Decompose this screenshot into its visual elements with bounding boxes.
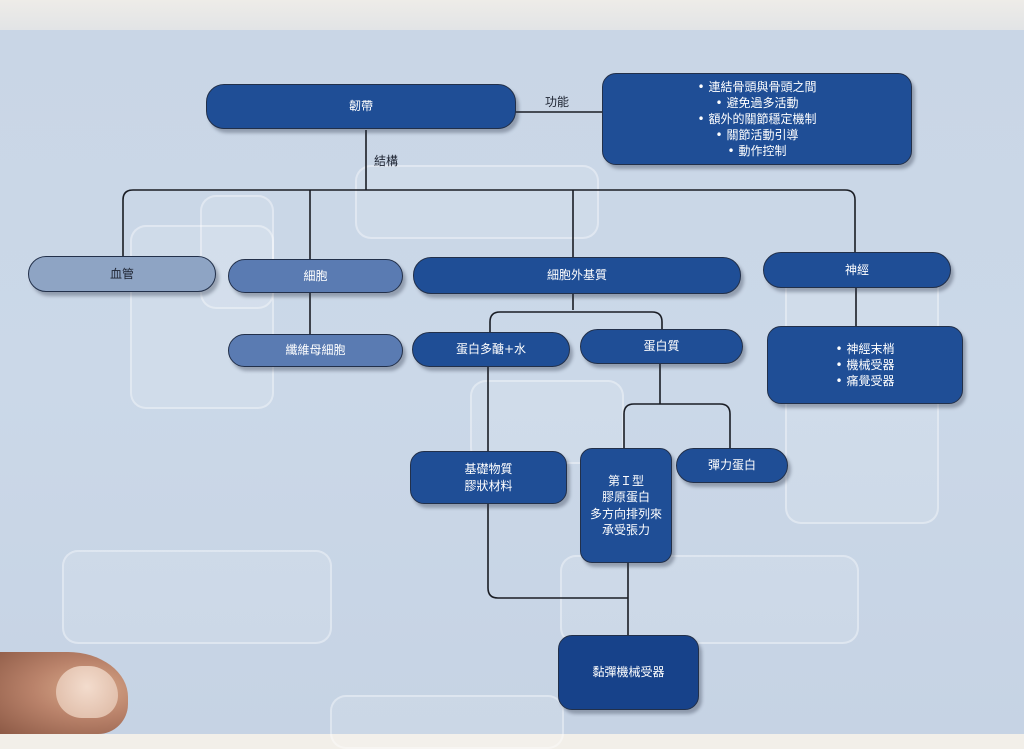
collagen-line: 第Ｉ型 bbox=[607, 474, 644, 489]
function-box: 連結骨頭與骨頭之間 避免過多活動 額外的關節穩定機制 關節活動引導 動作控制 bbox=[602, 73, 912, 165]
thumbnail-artifact bbox=[56, 666, 118, 718]
page-top-strip bbox=[0, 0, 1024, 30]
function-item: 額外的關節穩定機制 bbox=[698, 111, 816, 127]
polysaccharide-water-label: 蛋白多醣+水 bbox=[455, 342, 527, 357]
elastin-node: 彈力蛋白 bbox=[676, 448, 788, 483]
nerve-item: 痛覺受器 bbox=[836, 373, 894, 389]
nerve-node: 神經 bbox=[763, 252, 951, 288]
cell-label: 細胞 bbox=[303, 268, 328, 283]
ecm-node: 細胞外基質 bbox=[413, 257, 741, 294]
viscoelastic-node: 黏彈機械受器 bbox=[558, 635, 699, 710]
connector-lines bbox=[122, 111, 857, 636]
nerve-item: 神經末梢 bbox=[836, 341, 894, 357]
fibroblast-label: 纖維母細胞 bbox=[285, 343, 346, 358]
connector-protein-split bbox=[623, 363, 731, 448]
fibroblast-node: 纖維母細胞 bbox=[228, 334, 403, 367]
function-item: 關節活動引導 bbox=[716, 127, 798, 143]
function-list: 連結骨頭與骨頭之間 避免過多活動 額外的關節穩定機制 關節活動引導 動作控制 bbox=[698, 79, 816, 160]
root-node: 韌帶 bbox=[206, 84, 516, 129]
blood-vessel-node: 血管 bbox=[28, 256, 216, 292]
collagen-line: 多方向排列來 bbox=[589, 506, 662, 521]
function-item: 避免過多活動 bbox=[716, 95, 798, 111]
function-edge-label: 功能 bbox=[545, 95, 570, 109]
polysaccharide-water-node: 蛋白多醣+水 bbox=[412, 332, 570, 367]
function-item: 動作控制 bbox=[728, 143, 786, 159]
function-item: 連結骨頭與骨頭之間 bbox=[698, 79, 816, 95]
nerve-item: 機械受器 bbox=[836, 357, 894, 373]
connector-components bbox=[122, 189, 856, 258]
protein-node: 蛋白質 bbox=[580, 329, 743, 364]
collagen-node: 第Ｉ型 膠原蛋白 多方向排列來 承受張力 bbox=[580, 448, 672, 563]
blood-vessel-label: 血管 bbox=[109, 266, 134, 281]
ground-substance-line: 膠狀材料 bbox=[464, 478, 513, 493]
connector-ecm-split bbox=[489, 294, 663, 333]
connector-viscoelastic bbox=[487, 503, 629, 636]
collagen-line: 承受張力 bbox=[601, 522, 650, 537]
ghost-shape bbox=[560, 555, 859, 644]
ground-substance-node: 基礎物質 膠狀材料 bbox=[410, 451, 567, 504]
root-label: 韌帶 bbox=[348, 99, 373, 114]
viscoelastic-label: 黏彈機械受器 bbox=[592, 665, 665, 680]
ghost-shape bbox=[130, 225, 274, 409]
protein-label: 蛋白質 bbox=[643, 339, 680, 354]
ground-substance-line: 基礎物質 bbox=[464, 462, 513, 477]
nerve-label: 神經 bbox=[844, 262, 869, 277]
collagen-line: 膠原蛋白 bbox=[601, 490, 650, 505]
elastin-label: 彈力蛋白 bbox=[707, 458, 756, 473]
nerve-items-box: 神經末梢 機械受器 痛覺受器 bbox=[767, 326, 963, 404]
ghost-shape bbox=[355, 165, 599, 239]
ghost-shape bbox=[62, 550, 332, 644]
ecm-label: 細胞外基質 bbox=[546, 268, 607, 283]
cell-node: 細胞 bbox=[228, 259, 403, 293]
structure-edge-label: 結構 bbox=[374, 154, 399, 168]
nerve-items-list: 神經末梢 機械受器 痛覺受器 bbox=[836, 341, 894, 390]
